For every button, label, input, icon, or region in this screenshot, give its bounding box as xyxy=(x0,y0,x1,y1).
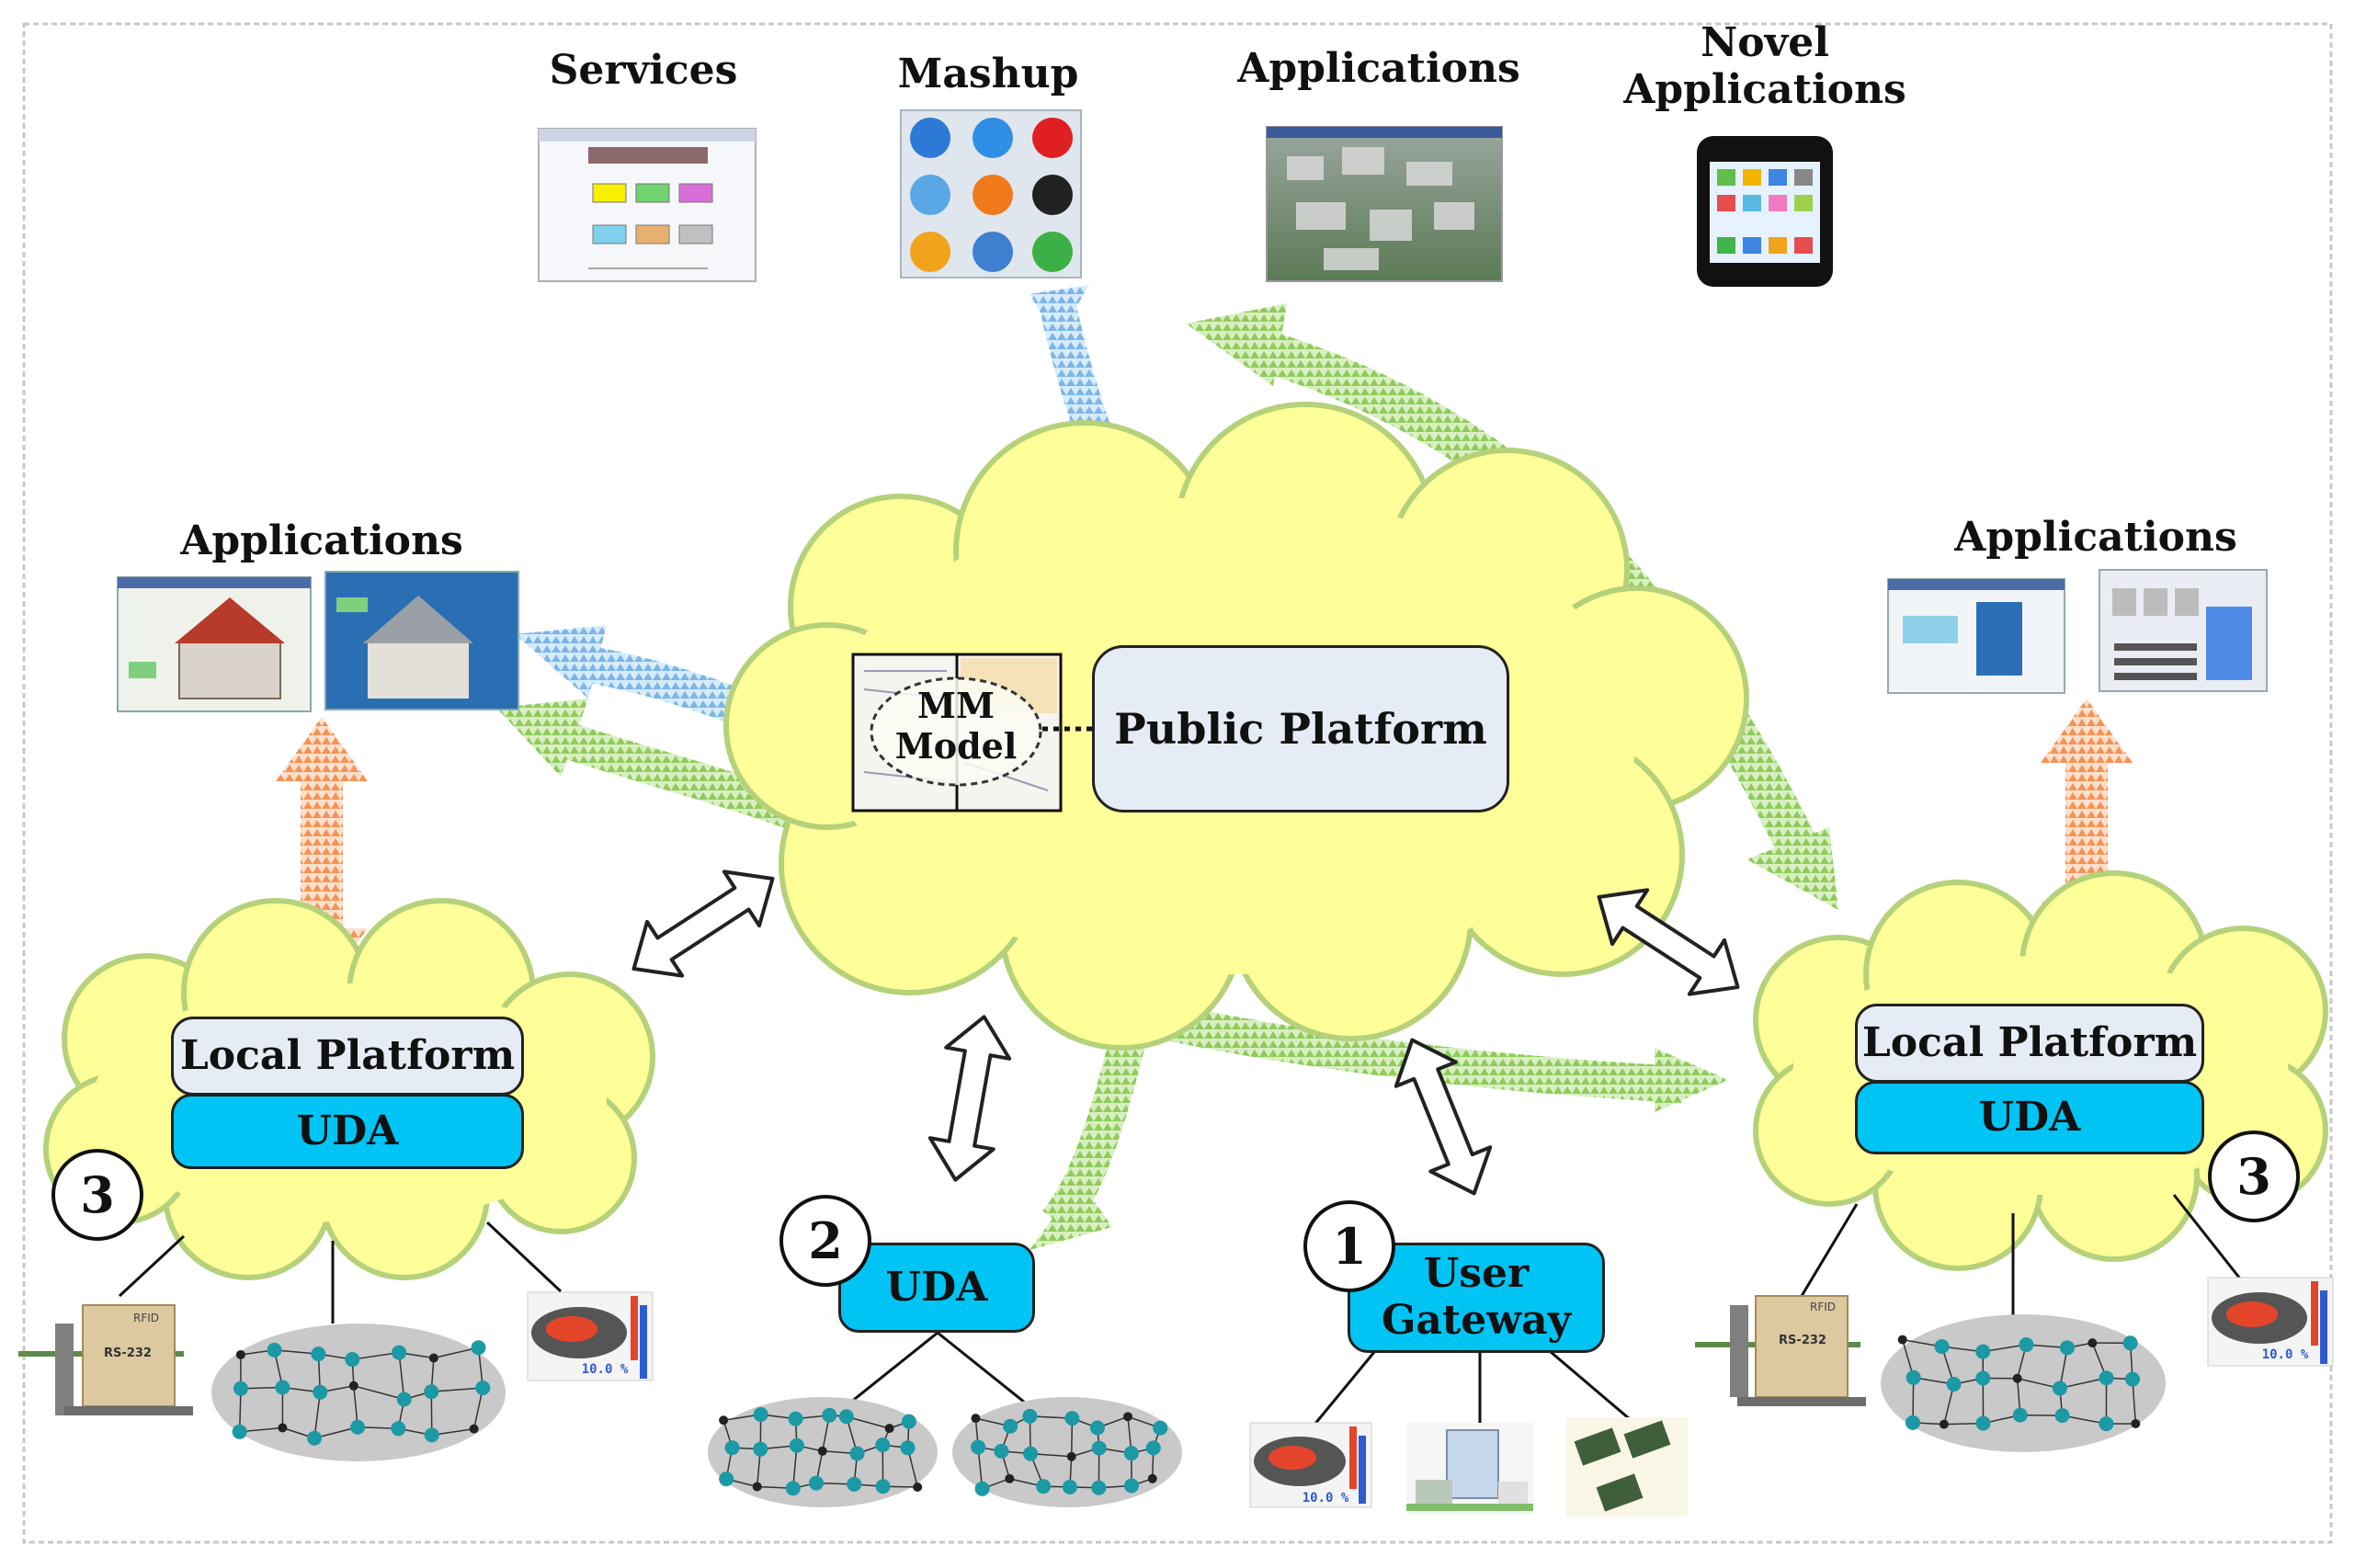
novel-line-1: Novel xyxy=(1618,20,1912,67)
aerial-city-thumbnail xyxy=(1267,127,1502,281)
double-arrow-left xyxy=(616,852,790,996)
middle-badge-2: 2 xyxy=(779,1195,871,1287)
right-applications-thumbnails xyxy=(1888,570,2267,693)
left-local-platform-box: Local Platform xyxy=(171,1017,524,1096)
network-right xyxy=(1881,1314,2166,1452)
port-label-left: RS-232 xyxy=(96,1347,160,1361)
left-badge-3: 3 xyxy=(51,1149,143,1241)
network-middle-2 xyxy=(952,1397,1182,1507)
right-applications-label: Applications xyxy=(1949,515,2243,562)
mm-model-label: MM Model xyxy=(882,686,1030,766)
mm-line-2: Model xyxy=(882,726,1030,767)
sensor-reading-left: 10.0 % xyxy=(568,1362,642,1377)
mashup-thumbnail xyxy=(901,110,1081,278)
rfid-label-left: RFID xyxy=(123,1312,169,1325)
mm-line-1: MM xyxy=(882,686,1030,726)
port-label-right: RS-232 xyxy=(1770,1335,1835,1348)
right-badge-3: 3 xyxy=(2208,1131,2300,1222)
rfid-label-right: RFID xyxy=(1800,1301,1846,1314)
gateway-badge-1: 1 xyxy=(1303,1200,1395,1292)
double-arrow-middle-uda xyxy=(924,1011,1016,1185)
gateway-line-1: User xyxy=(1424,1251,1529,1298)
left-uda-box: UDA xyxy=(171,1094,524,1169)
sensor-reading-right: 10.0 % xyxy=(2248,1347,2322,1362)
public-platform-box: Public Platform xyxy=(1092,645,1509,812)
novel-line-2: Applications xyxy=(1618,67,1912,114)
left-applications-label: Applications xyxy=(175,518,469,565)
services-label: Services xyxy=(515,48,772,95)
smartphone-thumbnail xyxy=(1697,136,1833,287)
building-device xyxy=(1406,1423,1533,1515)
sensor-reading-gateway: 10.0 % xyxy=(1289,1491,1362,1506)
services-thumbnail xyxy=(539,129,756,281)
mashup-label: Mashup xyxy=(859,51,1117,98)
right-local-platform-box: Local Platform xyxy=(1855,1004,2204,1083)
novel-applications-label: Novel Applications xyxy=(1618,20,1912,113)
network-middle-1 xyxy=(708,1397,938,1507)
top-applications-label: Applications xyxy=(1232,46,1526,93)
right-uda-box: UDA xyxy=(1855,1081,2204,1154)
gateway-line-2: Gateway xyxy=(1382,1298,1571,1345)
left-applications-thumbnails xyxy=(118,572,518,711)
sensor-networks xyxy=(211,1314,2166,1507)
network-left xyxy=(211,1324,506,1461)
sensor-boards xyxy=(1566,1417,1688,1517)
